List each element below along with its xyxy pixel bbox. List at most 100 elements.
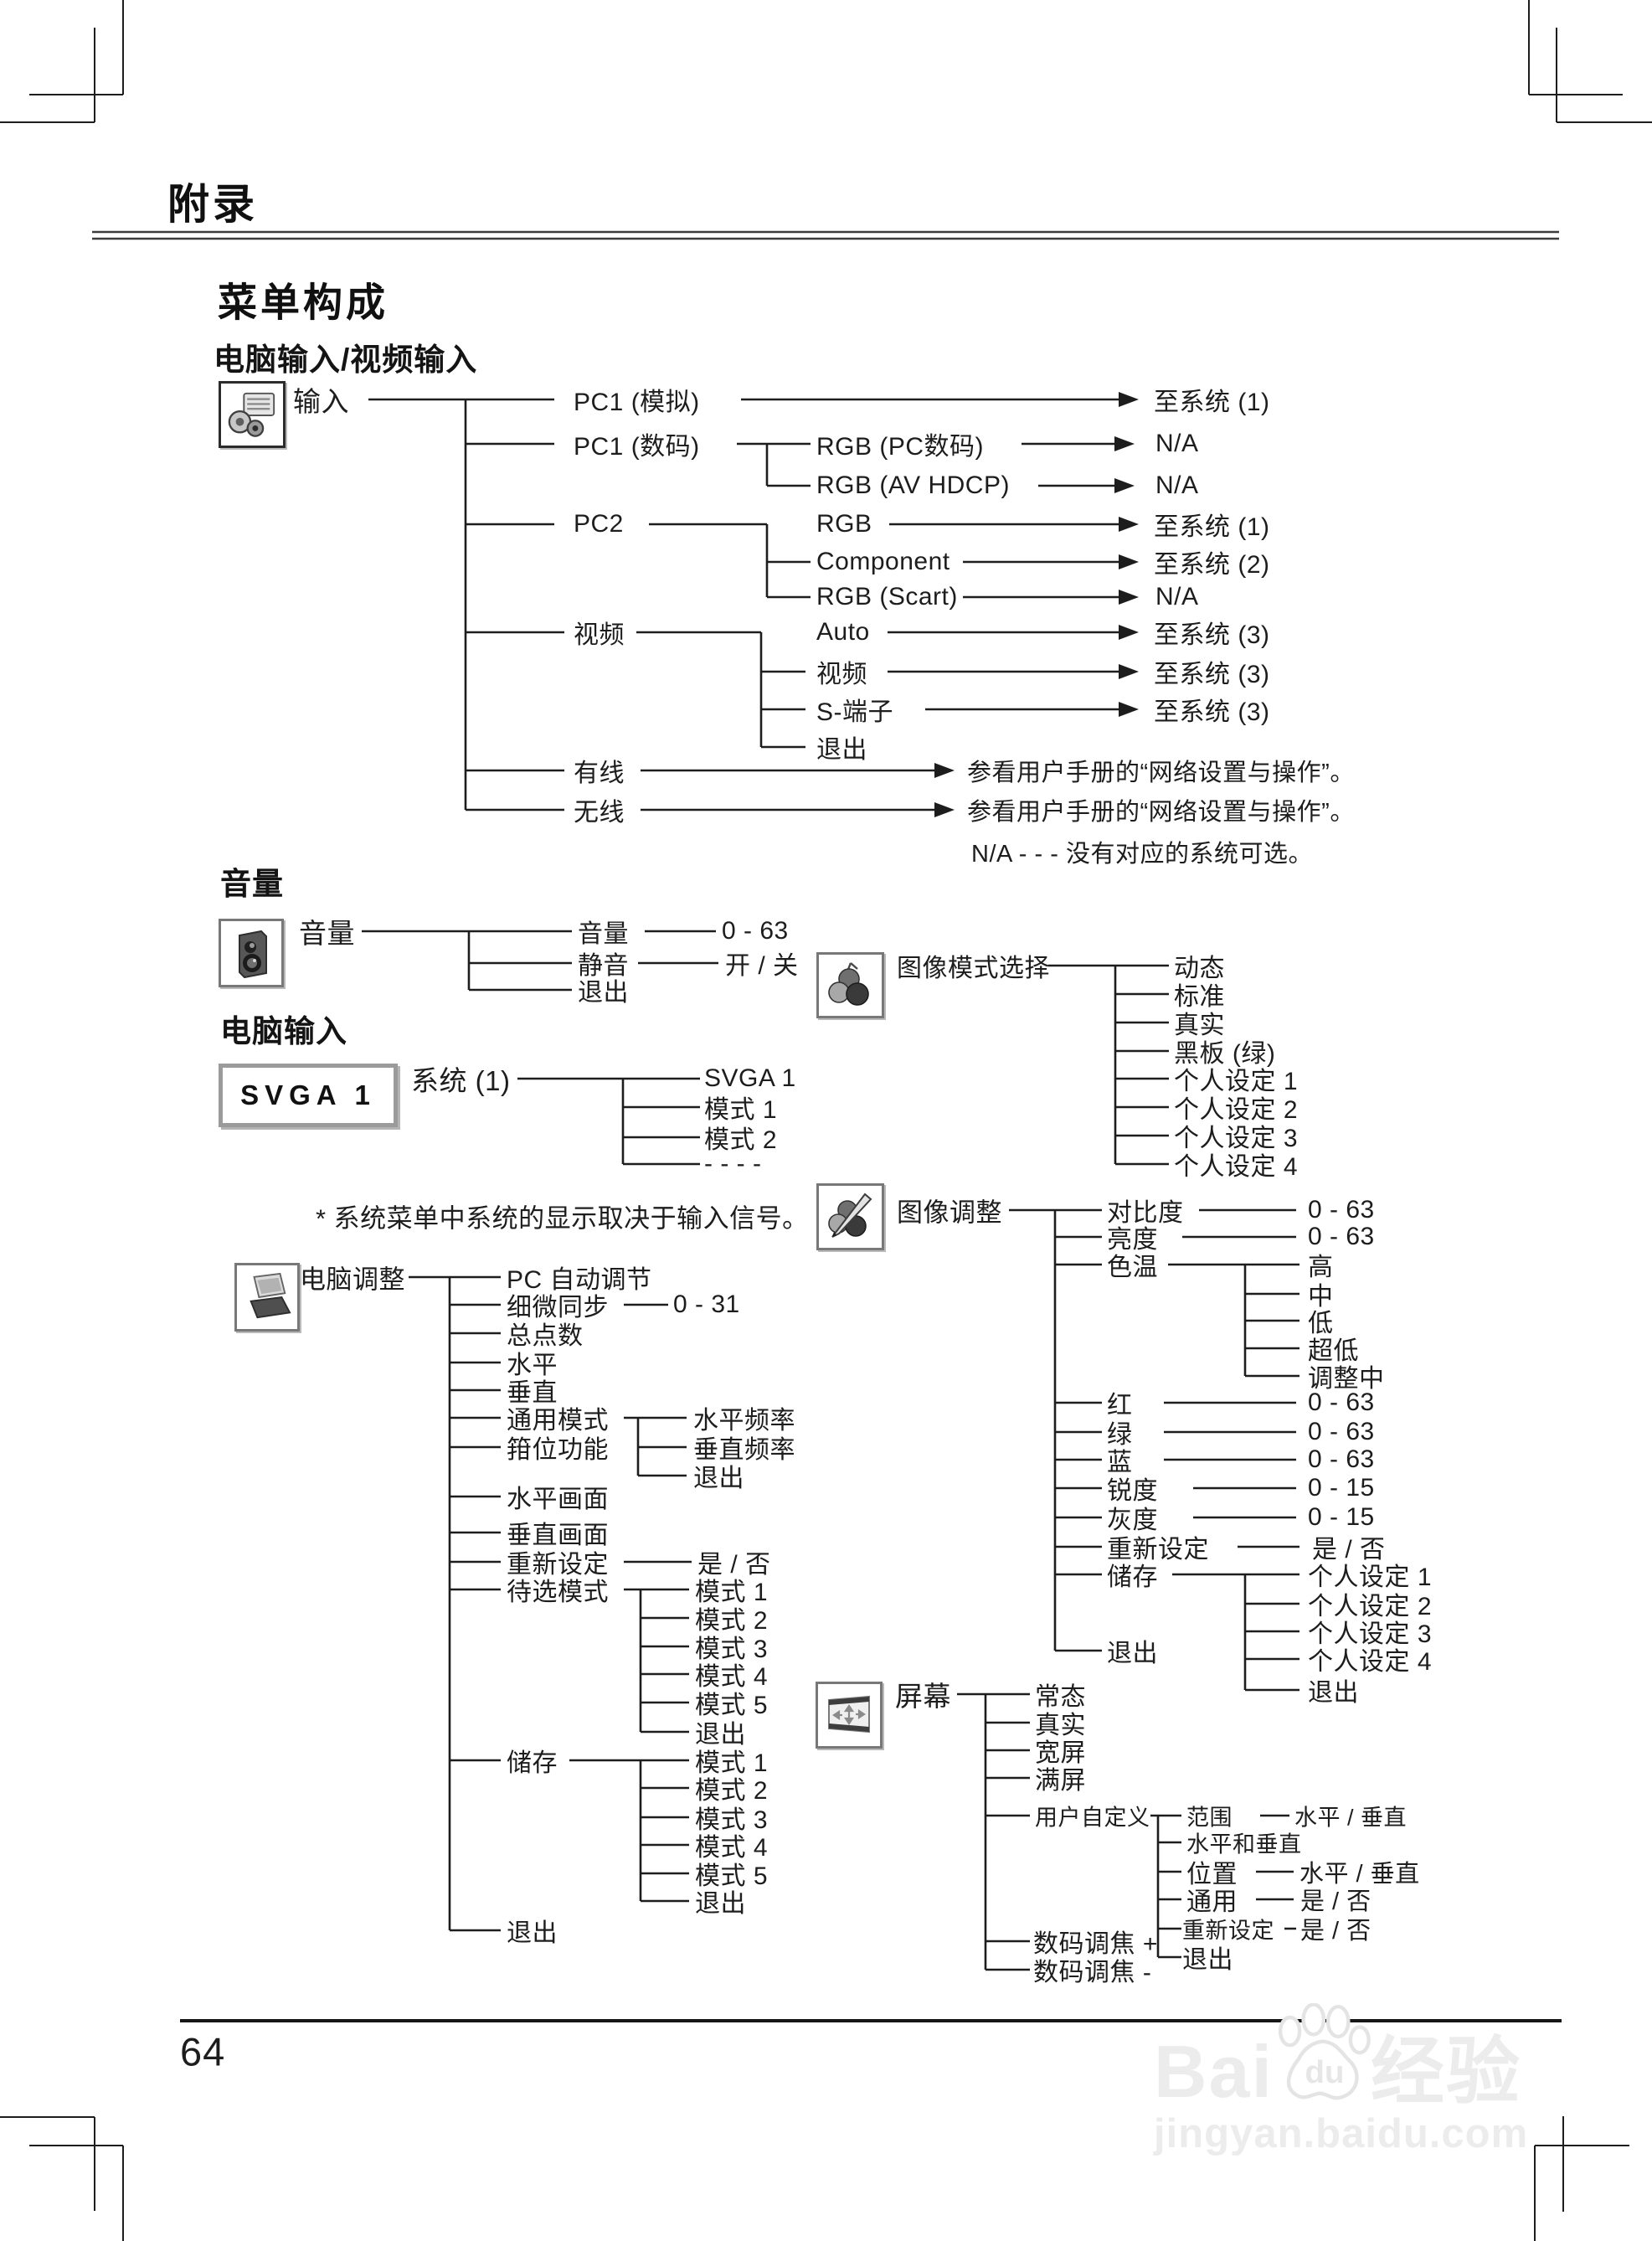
item-sharpness: 锐度 [1107, 1477, 1158, 1505]
item-clamp: 箝位功能 [507, 1436, 609, 1464]
value-range: 0 - 63 [1308, 1196, 1375, 1224]
item-wired: 有线 [574, 760, 625, 787]
item-store-mode3: 模式 3 [695, 1806, 769, 1834]
value-hv: 水平 / 垂直 [1299, 1861, 1420, 1888]
item-sel-mode2: 模式 2 [695, 1607, 769, 1635]
item-pc1-analog: PC1 (模拟) [574, 389, 700, 416]
watermark-jingyan-text: 经验 [1370, 2030, 1521, 2113]
item-blackboard: 黑板 (绿) [1174, 1040, 1276, 1068]
item-mode2: 模式 2 [704, 1126, 778, 1154]
watermark-url: jingyan.baidu.com [1154, 2111, 1529, 2156]
value-range: 0 - 63 [1308, 1388, 1375, 1416]
item-custom2: 个人设定 2 [1174, 1096, 1299, 1124]
volume-root-label: 音量 [299, 918, 355, 949]
item-temp-high: 高 [1308, 1254, 1334, 1281]
value-volume-range: 0 - 63 [722, 917, 789, 945]
value-yes-no: 是 / 否 [1312, 1536, 1386, 1564]
item-digital-zoom-minus: 数码调焦 - [1033, 1959, 1152, 1986]
item-custom1: 个人设定 1 [1174, 1068, 1299, 1095]
input-section-heading: 电脑输入/视频输入 [214, 343, 478, 377]
item-standard: 标准 [1174, 983, 1225, 1011]
projector-glyph [228, 392, 275, 437]
image-adjust-root-label: 图像调整 [897, 1198, 1002, 1228]
laptop-icon [234, 1263, 300, 1332]
page-header-title: 附录 [167, 181, 258, 228]
item-wide: 宽屏 [1035, 1739, 1086, 1767]
item-auto: Auto [816, 618, 870, 646]
speaker-glyph [239, 930, 267, 979]
item-rgb: RGB [816, 510, 872, 538]
projector-input-icon [219, 381, 286, 448]
item-exit: 退出 [816, 736, 867, 764]
item-store-mode4: 模式 4 [695, 1834, 769, 1862]
value-range: 0 - 15 [1308, 1503, 1375, 1531]
item-sel-mode1: 模式 1 [695, 1579, 769, 1606]
baidu-paw-icon: du [1278, 2003, 1371, 2100]
input-root-label: 输入 [293, 386, 349, 417]
watermark-brand-row: Bai du 经验 [1154, 2003, 1539, 2109]
item-store-custom3: 个人设定 3 [1308, 1620, 1433, 1648]
grapes-glyph [827, 961, 869, 1006]
item-store-mode2: 模式 2 [695, 1777, 769, 1805]
item-rgb-scart: RGB (Scart) [816, 583, 958, 610]
item-custom4: 个人设定 4 [1174, 1153, 1299, 1181]
value-yes-no: 是 / 否 [1300, 1918, 1372, 1945]
item-store-mode5: 模式 5 [695, 1862, 769, 1890]
item-common: 通用 [1186, 1888, 1238, 1916]
item-store-mode1: 模式 1 [695, 1749, 769, 1777]
item-rgb-av-hdcp: RGB (AV HDCP) [816, 471, 1010, 499]
item-store-custom4: 个人设定 4 [1308, 1648, 1433, 1676]
item-video-sub: 视频 [816, 661, 867, 688]
target-to-system-1: 至系统 (1) [1154, 513, 1270, 541]
pc-adjust-root-label: 电脑调整 [300, 1265, 405, 1295]
value-yes-no: 是 / 否 [697, 1551, 771, 1579]
item-red: 红 [1107, 1392, 1133, 1419]
item-real: 真实 [1035, 1712, 1086, 1739]
item-sel-mode3: 模式 3 [695, 1636, 769, 1663]
item-store-custom1: 个人设定 1 [1308, 1564, 1433, 1591]
item-contrast: 对比度 [1107, 1199, 1184, 1227]
item-h-picture: 水平画面 [507, 1486, 609, 1513]
network-note: 参看用户手册的“网络设置与操作”。 [967, 760, 1355, 786]
value-fine-sync: 0 - 31 [673, 1291, 740, 1318]
item-mute: 静音 [578, 952, 629, 980]
item-brightness: 亮度 [1107, 1226, 1158, 1254]
item-gamma: 灰度 [1107, 1507, 1158, 1534]
item-exit: 退出 [507, 1919, 558, 1947]
screen-glyph [828, 1695, 870, 1734]
screen-arrows-icon [816, 1682, 883, 1749]
item-sel-exit: 退出 [695, 1721, 746, 1749]
speaker-icon [219, 919, 284, 987]
item-digital-zoom-plus: 数码调焦 + [1033, 1930, 1158, 1958]
item-temp-low: 低 [1308, 1310, 1334, 1337]
baidu-jingyan-watermark: Bai du 经验 jingyan.baidu.com [1154, 2003, 1539, 2157]
item-reset: 重新设定 [1182, 1918, 1274, 1944]
item-store: 储存 [1107, 1564, 1158, 1591]
item-temp-xlow: 超低 [1308, 1337, 1359, 1365]
item-mode1: 模式 1 [704, 1096, 778, 1124]
item-h-freq: 水平频率 [693, 1407, 795, 1435]
item-wireless: 无线 [574, 799, 625, 827]
item-dynamic: 动态 [1174, 955, 1225, 982]
value-range: 0 - 63 [1308, 1445, 1375, 1473]
item-video: 视频 [574, 621, 625, 649]
value-mute: 开 / 关 [725, 952, 799, 980]
item-pc-auto: PC 自动调节 [507, 1266, 652, 1294]
watermark-bai-text: Bai [1154, 2030, 1274, 2113]
target-na: N/A [1155, 471, 1199, 499]
item-custom3: 个人设定 3 [1174, 1125, 1299, 1152]
laptop-glyph [250, 1272, 291, 1319]
item-store-exit: 退出 [1308, 1679, 1359, 1707]
target-na: N/A [1155, 430, 1199, 457]
item-store-exit: 退出 [695, 1890, 746, 1918]
item-position: 位置 [1186, 1861, 1238, 1888]
item-range: 范围 [1186, 1805, 1233, 1831]
target-to-system-3: 至系统 (3) [1154, 698, 1270, 726]
item-pc1-digital: PC1 (数码) [574, 433, 700, 461]
item-component: Component [816, 548, 950, 575]
grapes-image-mode-icon [816, 952, 884, 1018]
item-temp-adjusting: 调整中 [1308, 1365, 1385, 1393]
item-cm-exit: 退出 [693, 1465, 744, 1492]
screen-root-label: 屏幕 [895, 1681, 951, 1712]
item-mode-select: 待选模式 [507, 1579, 609, 1606]
